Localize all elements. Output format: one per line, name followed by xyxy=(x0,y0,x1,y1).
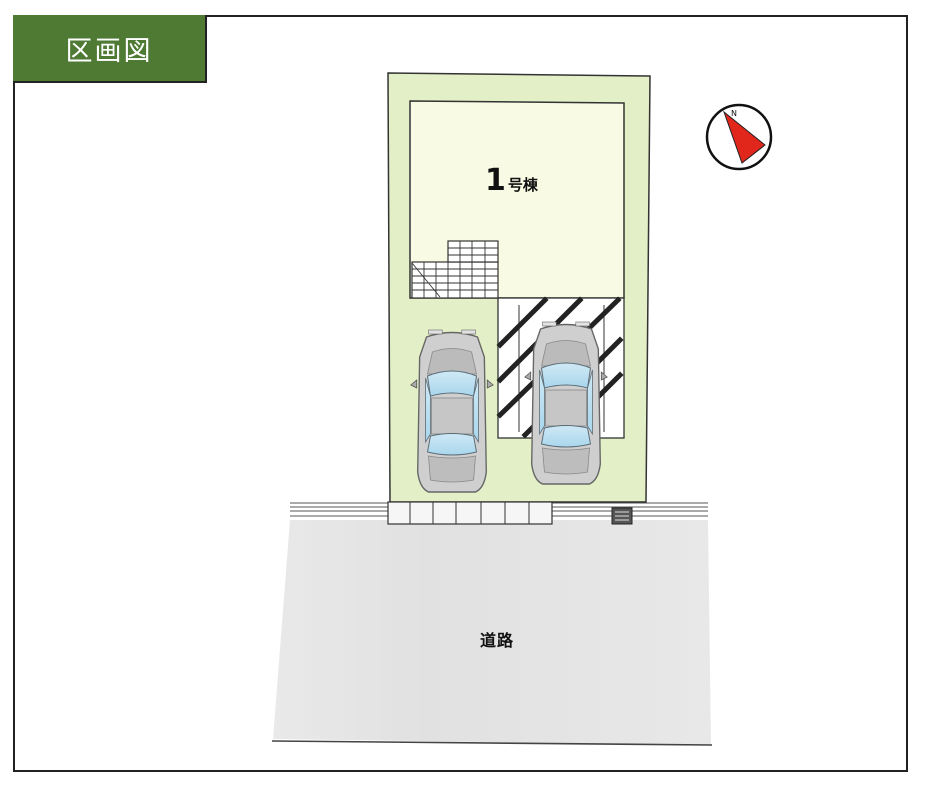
building-number: 1 xyxy=(485,163,506,198)
road-area xyxy=(273,520,711,745)
north-compass-icon: N xyxy=(705,103,773,171)
curb xyxy=(387,501,553,525)
road-label: 道路 xyxy=(480,631,515,650)
car-right xyxy=(524,321,608,485)
stair-grid xyxy=(411,240,499,299)
car-left xyxy=(410,329,494,493)
meter-box xyxy=(611,507,633,525)
svg-text:N: N xyxy=(731,109,737,118)
page-title: 区画図 xyxy=(13,15,207,83)
building-suffix: 号棟 xyxy=(507,176,538,194)
